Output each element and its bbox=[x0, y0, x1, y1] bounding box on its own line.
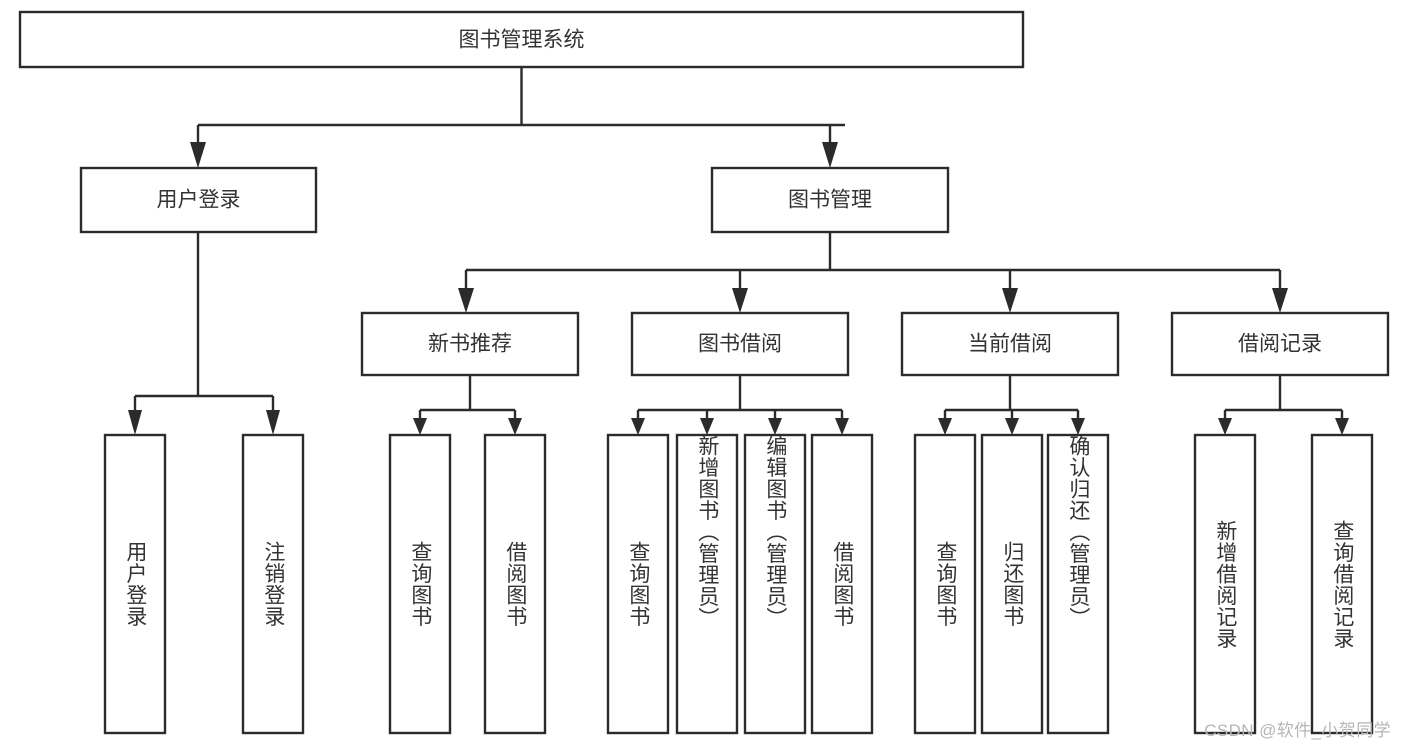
connector-group-borrow-records bbox=[1218, 375, 1349, 435]
node-current-borrow-box[interactable] bbox=[900, 311, 1120, 377]
connector-group-new-book-recommend bbox=[413, 375, 522, 435]
node-user-login-label: 用户登录 bbox=[157, 189, 241, 212]
node-current-borrow-label: 当前借阅 bbox=[968, 333, 1052, 356]
leaf-box-borrow-book[interactable] bbox=[810, 433, 874, 735]
node-borrow-records-label: 借阅记录 bbox=[1238, 333, 1322, 356]
leaf-box-confirm-return-admin[interactable] bbox=[1046, 433, 1110, 735]
arrow-head-user-login bbox=[190, 142, 206, 168]
arrow-head-current-borrow bbox=[1002, 288, 1018, 313]
node-new-book-recommend-box[interactable] bbox=[360, 311, 580, 377]
leaf-box-borrow-book-recommend[interactable] bbox=[483, 433, 547, 735]
leaf-box-add-borrow-record[interactable] bbox=[1193, 433, 1257, 735]
arrow-head-leaf-query-book-current bbox=[938, 418, 952, 435]
node-book-borrow-box[interactable] bbox=[630, 311, 850, 377]
arrow-head-book-management bbox=[822, 142, 838, 168]
arrow-head-leaf-confirm-return-admin bbox=[1071, 418, 1085, 435]
leaf-box-add-book-admin[interactable] bbox=[675, 433, 739, 735]
leaf-box-query-book-borrow[interactable] bbox=[606, 433, 670, 735]
leaf-box-return-book[interactable] bbox=[980, 433, 1044, 735]
arrow-head-leaf-return-book bbox=[1005, 418, 1019, 435]
node-current-borrow[interactable]: 当前借阅 bbox=[900, 311, 1120, 377]
node-book-management[interactable]: 图书管理 bbox=[710, 166, 950, 234]
arrow-head-leaf-edit-book-admin bbox=[768, 418, 782, 435]
node-user-login-box[interactable] bbox=[79, 166, 318, 234]
connector-group-book-borrow bbox=[631, 375, 849, 435]
leaf-box-query-book-recommend[interactable] bbox=[388, 433, 452, 735]
arrow-head-leaf-query-book-recommend bbox=[413, 418, 427, 435]
node-book-management-box[interactable] bbox=[710, 166, 950, 234]
arrow-head-leaf-logout bbox=[266, 410, 280, 435]
leaf-box-query-borrow-record[interactable] bbox=[1310, 433, 1374, 735]
leaf-boxes bbox=[103, 433, 1374, 735]
leaf-box-logout[interactable] bbox=[241, 433, 305, 735]
node-book-management-label: 图书管理 bbox=[788, 189, 872, 212]
arrow-head-leaf-query-book-borrow bbox=[631, 418, 645, 435]
arrow-head-leaf-borrow-book bbox=[835, 418, 849, 435]
csdn-watermark: CSDN @软件_小贺同学 bbox=[1204, 721, 1391, 740]
node-book-borrow-label: 图书借阅 bbox=[698, 333, 782, 356]
arrow-head-leaf-add-book-admin bbox=[700, 418, 714, 435]
node-new-book-recommend[interactable]: 新书推荐 bbox=[360, 311, 580, 377]
arrow-head-leaf-user-login bbox=[128, 410, 142, 435]
node-new-book-recommend-label: 新书推荐 bbox=[428, 333, 512, 356]
node-borrow-records-box[interactable] bbox=[1170, 311, 1390, 377]
arrow-head-borrow-records bbox=[1272, 288, 1288, 313]
leaf-box-edit-book-admin[interactable] bbox=[743, 433, 807, 735]
connector-group-root bbox=[190, 67, 845, 168]
node-root-label: 图书管理系统 bbox=[459, 29, 585, 52]
connector-group-book-management bbox=[458, 232, 1288, 313]
arrow-head-book-borrow bbox=[732, 288, 748, 313]
leaf-box-query-book-current[interactable] bbox=[913, 433, 977, 735]
arrow-head-leaf-borrow-book-recommend bbox=[508, 418, 522, 435]
arrow-head-leaf-query-borrow-record bbox=[1335, 418, 1349, 435]
node-book-borrow[interactable]: 图书借阅 bbox=[630, 311, 850, 377]
connector-group-current-borrow bbox=[938, 375, 1085, 435]
node-borrow-records[interactable]: 借阅记录 bbox=[1170, 311, 1390, 377]
arrow-head-new-book-recommend bbox=[458, 288, 474, 313]
connector-group-user-login bbox=[128, 232, 280, 435]
arrow-head-leaf-add-borrow-record bbox=[1218, 418, 1232, 435]
node-root-box[interactable] bbox=[18, 10, 1025, 69]
leaf-box-user-login[interactable] bbox=[103, 433, 167, 735]
node-user-login[interactable]: 用户登录 bbox=[79, 166, 318, 234]
node-root[interactable]: 图书管理系统 bbox=[18, 10, 1025, 69]
